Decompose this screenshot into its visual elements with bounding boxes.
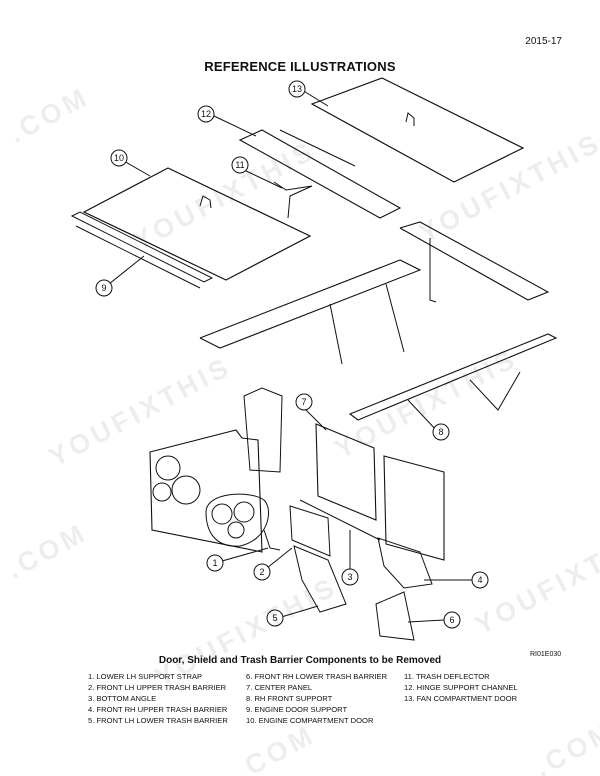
callout-12: 12	[201, 109, 211, 119]
callout-6: 6	[449, 615, 454, 625]
callout-8: 8	[438, 427, 443, 437]
right-side-shield	[383, 455, 445, 561]
callout-4: 4	[477, 575, 482, 585]
callout-bubble-10	[110, 149, 128, 167]
trash-deflector	[273, 181, 313, 219]
legend-item: 7. CENTER PANEL	[246, 683, 313, 692]
legend-item: 12. HINGE SUPPORT CHANNEL	[404, 683, 518, 692]
rh-front-support	[348, 333, 558, 421]
callout-1: 1	[212, 558, 217, 568]
legend-item: 5. FRONT LH LOWER TRASH BARRIER	[88, 716, 228, 725]
exploded-view-illustration: 1 2 3 4 5 6 7 8 9 10 11 12 13	[70, 77, 558, 641]
callout-bubble-1	[206, 554, 224, 572]
page-title: REFERENCE ILLUSTRATIONS	[204, 59, 396, 74]
callout-bubble-5	[266, 609, 284, 627]
fan-compartment-door-panel	[310, 77, 525, 183]
callout-11: 11	[235, 160, 244, 170]
engine-door-support	[70, 211, 214, 283]
legend-item: 6. FRONT RH LOWER TRASH BARRIER	[246, 672, 388, 681]
legend-item: 4. FRONT RH UPPER TRASH BARRIER	[88, 705, 228, 714]
callout-bubble-4	[471, 571, 489, 589]
legend-item: 9. ENGINE DOOR SUPPORT	[246, 705, 348, 714]
watermark: .COM	[530, 715, 600, 776]
callout-3: 3	[347, 572, 352, 582]
callout-bubble-2	[253, 563, 271, 581]
engine-compartment-door-panel	[82, 167, 312, 281]
legend-item: 13. FAN COMPARTMENT DOOR	[404, 694, 518, 703]
legend-column-3: 11. TRASH DEFLECTOR 12. HINGE SUPPORT CH…	[404, 671, 518, 704]
figure-caption: Door, Shield and Trash Barrier Component…	[158, 655, 442, 666]
callout-bubble-9	[95, 279, 113, 297]
callout-9: 9	[101, 283, 106, 293]
callout-13: 13	[292, 84, 302, 94]
upper-frame	[199, 259, 422, 349]
callout-bubble-12	[197, 105, 215, 123]
callout-5: 5	[272, 613, 277, 623]
callout-10: 10	[114, 153, 124, 163]
page-number: 2015-17	[525, 36, 562, 47]
callout-bubble-8	[432, 423, 450, 441]
watermark: .COM	[230, 719, 321, 776]
front-lh-lower-trash-barrier	[293, 545, 347, 613]
front-lh-upper-trash-barrier	[289, 505, 331, 557]
center-panel	[315, 423, 377, 521]
callout-7: 7	[301, 397, 306, 407]
callout-bubble-3	[341, 568, 359, 586]
left-side-shield	[149, 429, 263, 553]
callout-bubble-6	[443, 611, 461, 629]
legend-item: 11. TRASH DEFLECTOR	[404, 672, 490, 681]
legend-item: 2. FRONT LH UPPER TRASH BARRIER	[88, 683, 227, 692]
legend-column-2: 6. FRONT RH LOWER TRASH BARRIER 7. CENTE…	[246, 671, 387, 726]
callout-bubble-7	[295, 393, 313, 411]
front-rh-upper-trash-barrier	[377, 537, 433, 589]
legend-item: 8. RH FRONT SUPPORT	[246, 694, 333, 703]
callout-bubble-11	[231, 156, 249, 174]
hinge-support-channel	[238, 129, 402, 219]
legend-item: 1. LOWER LH SUPPORT STRAP	[88, 672, 203, 681]
front-rh-lower-trash-barrier	[375, 591, 415, 641]
legend-item: 10. ENGINE COMPARTMENT DOOR	[246, 716, 374, 725]
bottom-angle	[299, 499, 381, 541]
figure-id: RI01E030	[530, 651, 562, 658]
legend-item: 3. BOTTOM ANGLE	[88, 694, 157, 703]
callout-bubble-13	[288, 80, 306, 98]
legend-column-1: 1. LOWER LH SUPPORT STRAP 2. FRONT LH UP…	[88, 671, 228, 726]
callout-2: 2	[259, 567, 264, 577]
